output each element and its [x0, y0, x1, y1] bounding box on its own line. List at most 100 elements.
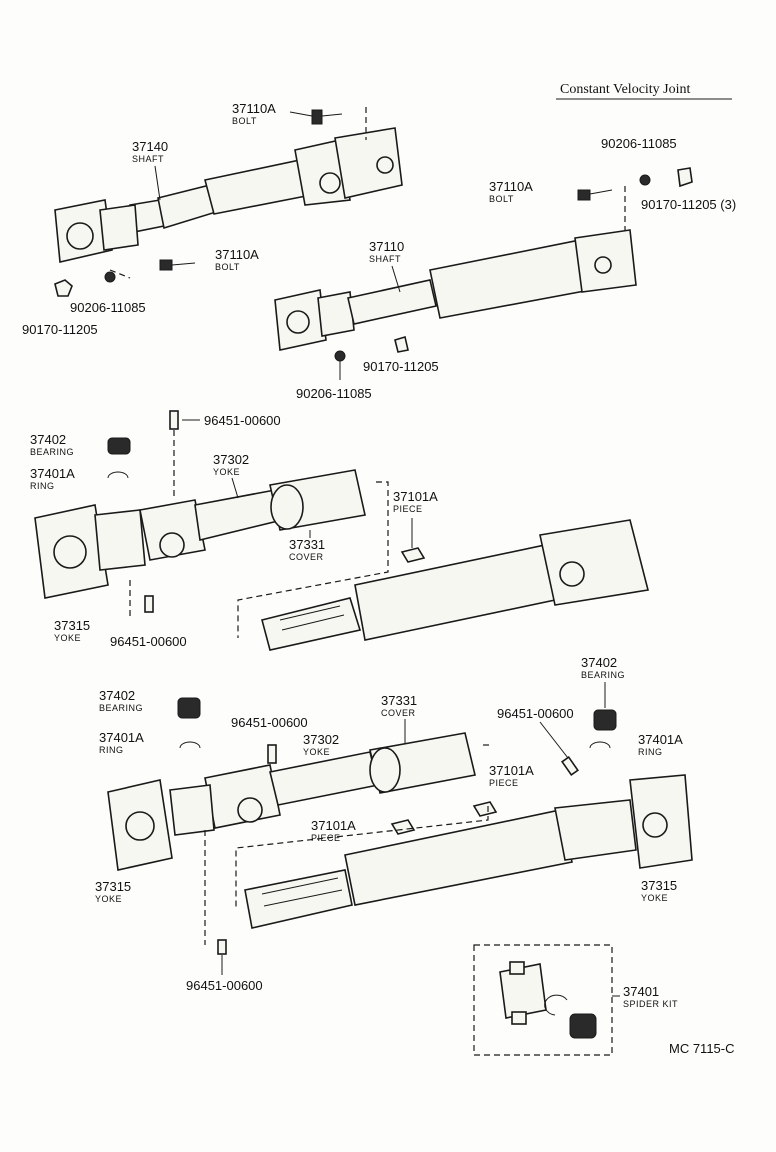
part-number-90206-right: 90206-11085	[601, 136, 677, 151]
washer-90206-right	[639, 174, 651, 186]
part-number-90170-lower: 90170-11205	[363, 359, 439, 374]
part-number-37110a-mid: 37110A	[215, 247, 259, 262]
leader-line	[539, 721, 569, 759]
part-number-96451-mid-bottom: 96451-00600	[110, 634, 187, 649]
part-name-piece-right: PIECE	[489, 778, 519, 788]
flange-yoke-37315-lower-right	[629, 774, 693, 869]
leader-line	[289, 111, 313, 117]
part-name-yoke-sleeve-lower: YOKE	[303, 747, 330, 757]
part-name-cover-mid: COVER	[289, 552, 324, 562]
part-name-bearing-mid: BEARING	[30, 447, 74, 457]
snap-ring-right	[589, 741, 611, 749]
part-name-yoke-lower-right: YOKE	[641, 893, 668, 903]
part-name-ring-mid: RING	[30, 481, 55, 491]
spline-shaft	[261, 597, 362, 651]
rear-joint-cap	[594, 256, 612, 274]
shaft-sleeve	[429, 239, 591, 319]
grease-fitting-96451-mid-bottom	[144, 595, 154, 613]
spline-line	[261, 877, 339, 895]
cover-end	[369, 747, 401, 793]
rear-flange	[334, 127, 403, 199]
nut-90170-lower	[394, 335, 409, 353]
part-name-shaft-b: SHAFT	[369, 254, 401, 264]
part-name-bolt-mid: BOLT	[215, 262, 240, 272]
fitting-body	[169, 410, 179, 430]
part-number-37331-mid: 37331	[289, 537, 325, 552]
flange-yoke-37315-lower-left	[107, 779, 215, 871]
spider-cap-bottom	[511, 1011, 527, 1025]
part-name-spider-kit: SPIDER KIT	[623, 999, 678, 1009]
front-joint-body	[99, 204, 139, 251]
front-flange-center	[286, 310, 310, 334]
part-number-37302-mid: 37302	[213, 452, 249, 467]
part-name-bearing-right: BEARING	[581, 670, 625, 680]
guide-line	[237, 481, 389, 638]
flange-center	[642, 812, 668, 838]
main-shaft-lower	[244, 799, 637, 929]
diagram-title: Constant Velocity Joint	[560, 82, 691, 97]
part-number-90206-lower: 90206-11085	[296, 386, 372, 401]
spider-kit-37401	[499, 961, 597, 1039]
rear-joint-cap	[319, 172, 341, 194]
rear-yoke	[539, 519, 649, 606]
sleeve-yoke-37302-mid	[139, 489, 283, 561]
nut-90170-right	[677, 167, 693, 188]
part-number-37401a-left: 37401A	[99, 730, 144, 745]
spider-joint	[169, 784, 215, 836]
part-name-ring-left: RING	[99, 745, 124, 755]
part-number-37315-lower-left: 37315	[95, 879, 131, 894]
part-number-37101a-right: 37101A	[489, 763, 534, 778]
part-name-yoke-mid: YOKE	[54, 633, 81, 643]
part-name-bolt-right: BOLT	[489, 194, 514, 204]
part-name-shaft-a: SHAFT	[132, 154, 164, 164]
part-number-90206-left: 90206-11085	[70, 300, 146, 315]
bolt-head	[311, 109, 323, 125]
bolt-shank	[589, 189, 613, 195]
bolt-37110a-top	[311, 109, 343, 125]
guide-line	[109, 269, 131, 279]
yoke-bore	[237, 797, 263, 823]
part-name-bearing-left: BEARING	[99, 703, 143, 713]
grease-fitting-lower-bottom	[217, 939, 227, 955]
cover-end	[270, 484, 304, 530]
leader-line	[231, 477, 239, 499]
part-number-37110a-top: 37110A	[232, 101, 276, 116]
part-number-90170-right: 90170-11205 (3)	[641, 197, 736, 212]
part-number-96451-top: 96451-00600	[204, 413, 281, 428]
rear-flange-hole	[376, 156, 394, 174]
yoke-tube	[269, 751, 379, 806]
spider-kit-box	[473, 944, 613, 1056]
balance-piece	[400, 547, 426, 563]
grease-fitting-lower-right	[561, 756, 579, 776]
part-name-yoke-sleeve-mid: YOKE	[213, 467, 240, 477]
grease-fitting-lower-mid	[267, 744, 277, 764]
part-number-96451-lower-bottom: 96451-00600	[186, 978, 263, 993]
part-number-96451-lower-right: 96451-00600	[497, 706, 574, 721]
spline-line	[279, 605, 341, 621]
bolt-37110a-right	[577, 189, 591, 201]
snap-ring	[107, 471, 129, 479]
part-number-37402-mid: 37402	[30, 432, 66, 447]
part-number-37110: 37110	[369, 239, 404, 254]
spider-snap-ring	[544, 994, 568, 1016]
shaft-tube	[354, 544, 556, 641]
part-number-96451-lower-mid: 96451-00600	[231, 715, 308, 730]
rear-joint-cap	[559, 561, 585, 587]
front-flange-center	[66, 222, 94, 250]
spider-bearing	[569, 1013, 597, 1039]
flange-yoke-37315-mid	[34, 504, 146, 599]
part-name-cover-lower: COVER	[381, 708, 416, 718]
bolt-shank	[171, 262, 196, 266]
yoke-tube	[194, 489, 283, 541]
shaft-tube	[344, 809, 573, 906]
nut-90170	[54, 279, 73, 297]
part-number-37302-lower: 37302	[303, 732, 339, 747]
cover-37331-lower	[369, 732, 476, 794]
part-number-37101a-lower-mid: 37101A	[311, 818, 356, 833]
part-name-ring-right: RING	[638, 747, 663, 757]
bolt-head	[159, 259, 173, 271]
snap-ring-left	[179, 741, 201, 749]
part-number-37401a-right: 37401A	[638, 732, 683, 747]
